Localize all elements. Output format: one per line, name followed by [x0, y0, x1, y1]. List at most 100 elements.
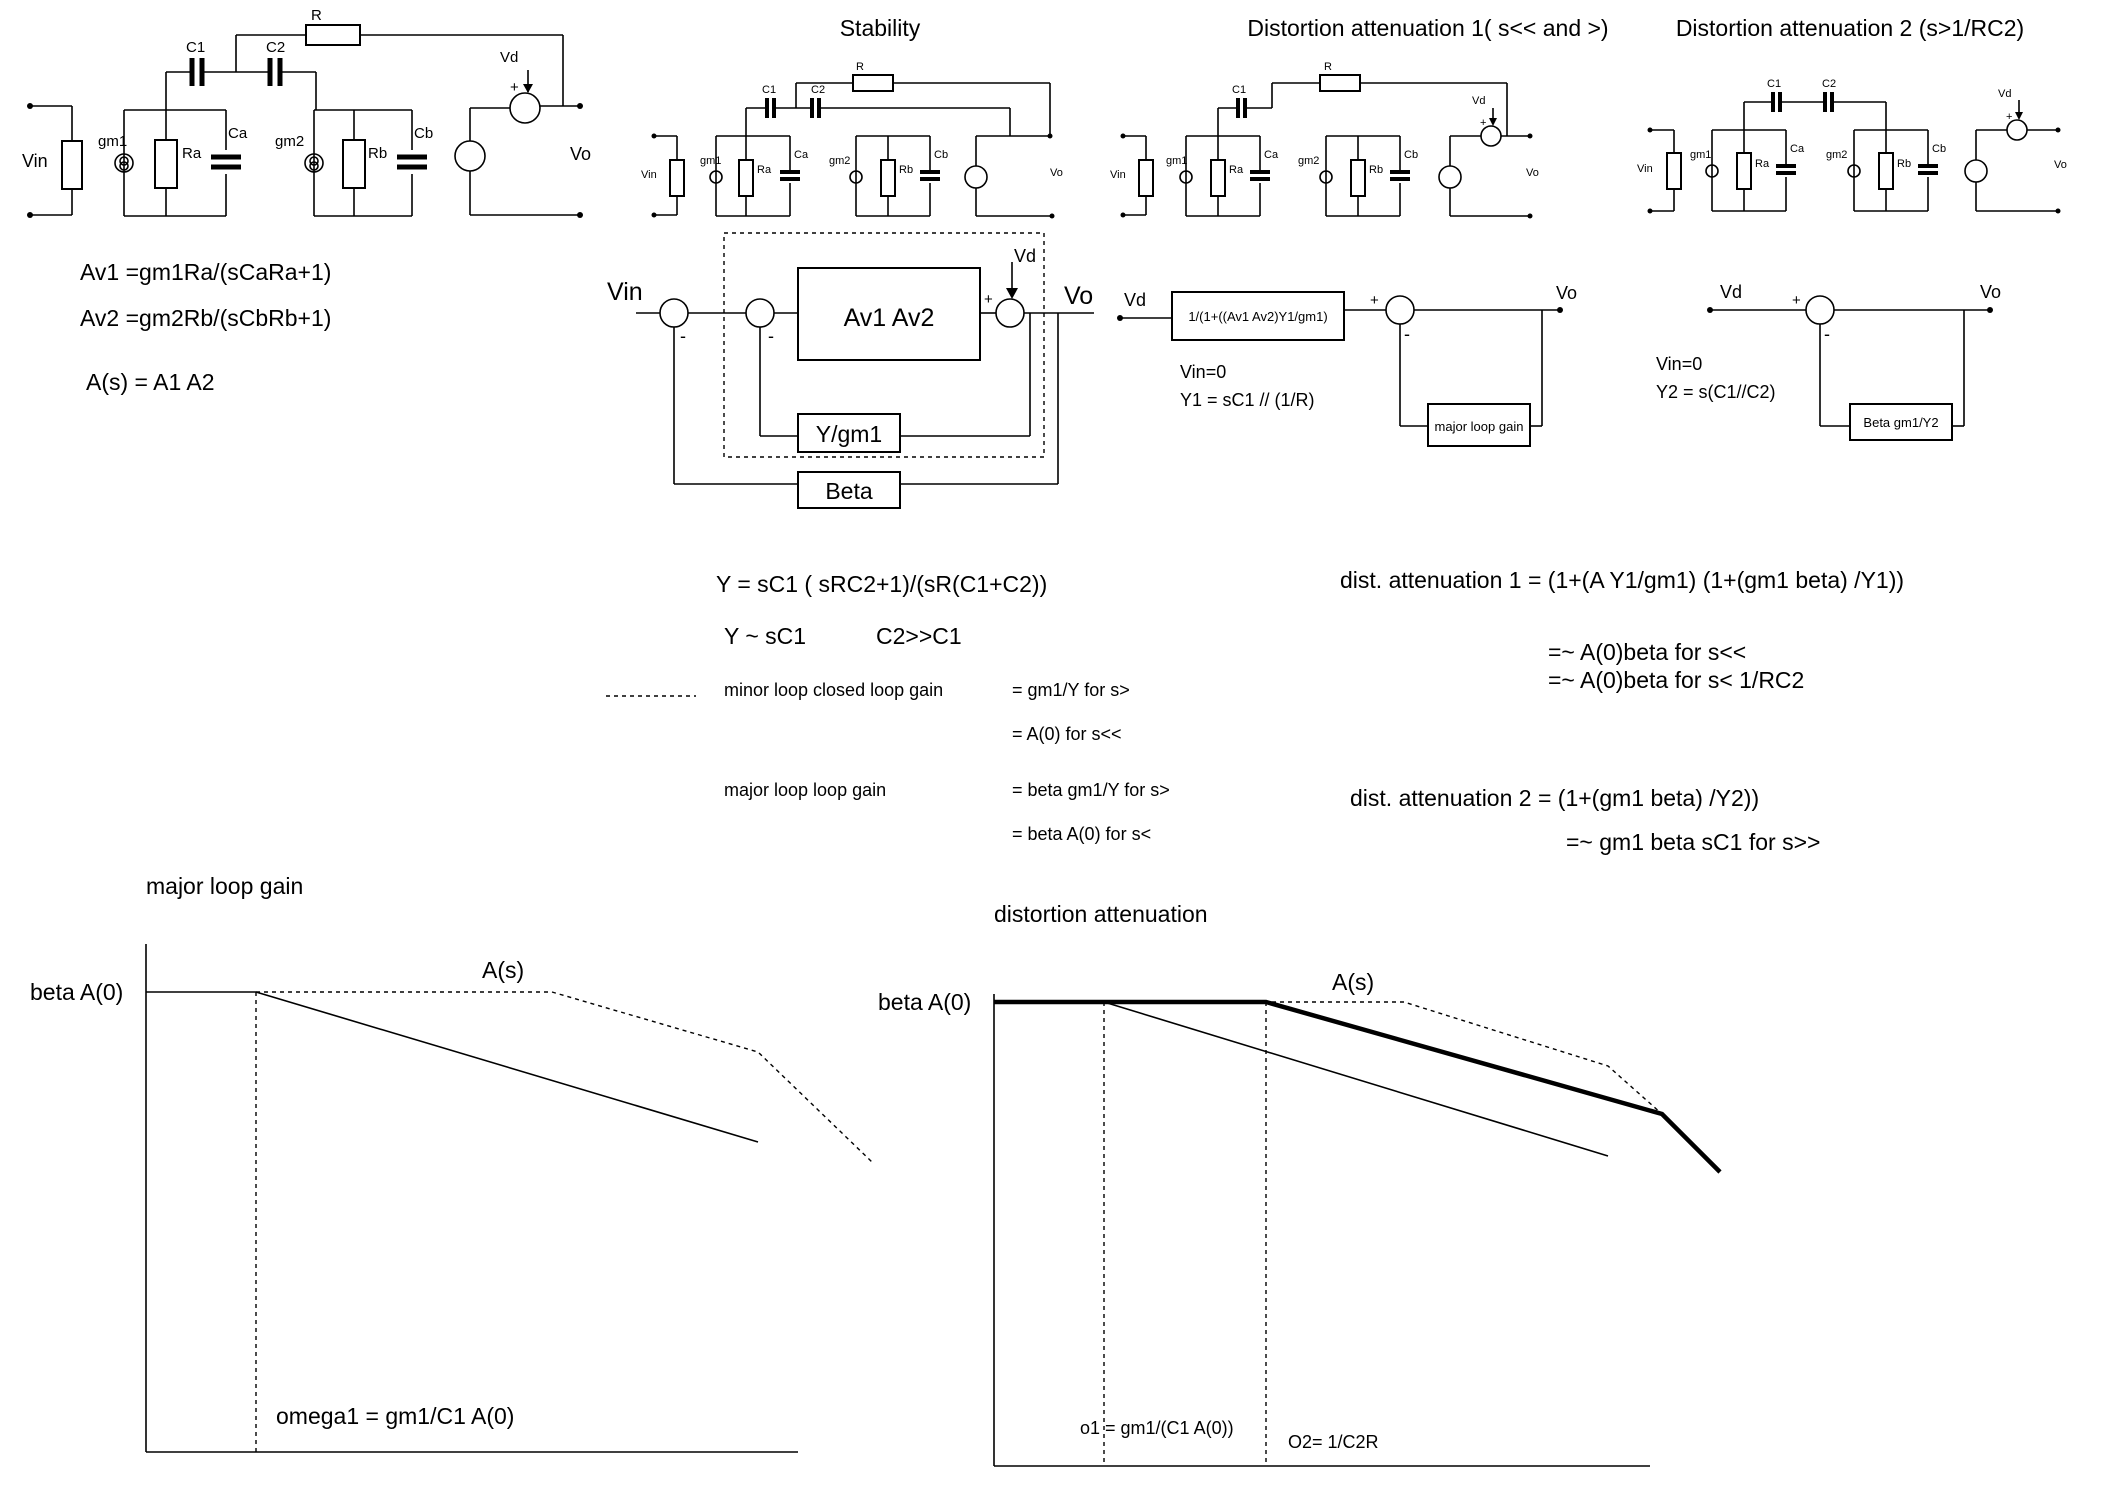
svg-text:C2: C2: [811, 84, 825, 96]
svg-text:= A(0) for s<<: = A(0) for s<<: [1012, 724, 1122, 744]
svg-text:Vo: Vo: [1556, 283, 1577, 303]
svg-text:gm2: gm2: [1298, 155, 1319, 167]
svg-text:R: R: [1324, 61, 1332, 73]
eq-dist1: dist. attenuation 1 = (1+(A Y1/gm1) (1+(…: [1340, 567, 1904, 593]
svg-text:= beta gm1/Y for s>: = beta gm1/Y for s>: [1012, 780, 1170, 800]
svg-text:gm2: gm2: [829, 155, 850, 167]
plot1-curve-label: A(s): [482, 957, 524, 983]
plot-distortion-attenuation: distortion attenuation beta A(0) A(s) o1…: [878, 901, 1722, 1467]
svg-text:Rb: Rb: [899, 164, 913, 176]
svg-text:C1: C1: [1232, 84, 1246, 96]
svg-text:C1: C1: [186, 39, 205, 56]
svg-text:Vd: Vd: [1124, 290, 1146, 310]
svg-text:gm2: gm2: [275, 133, 304, 150]
plot2-loop-gain-curve: [1103, 1001, 1609, 1157]
plot2-distortion-curve: [994, 999, 1722, 1174]
svg-text:Vo: Vo: [570, 144, 591, 164]
svg-text:= beta A(0) for s<: = beta A(0) for s<: [1012, 824, 1151, 844]
distortion-source-icon: [509, 92, 541, 124]
svg-text:+: +: [1792, 292, 1801, 309]
svg-text:gm1: gm1: [98, 133, 127, 150]
minor-loop-boundary: [723, 232, 1045, 458]
svg-text:Vd: Vd: [1472, 95, 1485, 107]
dist1-loop-block: [1427, 403, 1531, 447]
svg-text:Rb: Rb: [1369, 164, 1383, 176]
stability-circuit: Vin gm1 Ra Ca C1 C2 R: [641, 61, 1063, 219]
bd-amp-label: Av1 Av2: [844, 304, 935, 332]
plot-major-loop-gain: major loop gain beta A(0) A(s) omega1 = …: [30, 873, 873, 1453]
gm1-source-icon: [114, 153, 134, 173]
svg-text:=~ gm1 beta sC1 for s>>: =~ gm1 beta sC1 for s>>: [1566, 829, 1820, 855]
svg-text:C2: C2: [1822, 78, 1836, 90]
svg-text:Y1 = sC1 // (1/R): Y1 = sC1 // (1/R): [1180, 390, 1315, 410]
label-vin: Vin: [22, 151, 48, 171]
svg-text:Cb: Cb: [934, 149, 948, 161]
svg-text:R: R: [856, 61, 864, 73]
beta-block: [797, 471, 901, 509]
plot2-title: distortion attenuation: [994, 901, 1208, 927]
svg-text:Ra: Ra: [182, 145, 202, 162]
svg-text:+: +: [1480, 117, 1486, 129]
dist2-loop-block: [1849, 403, 1953, 441]
svg-text:gm1: gm1: [1690, 149, 1711, 161]
svg-text:Vd: Vd: [1720, 282, 1742, 302]
summing-junction-distortion: [995, 298, 1025, 328]
svg-text:+: +: [510, 79, 519, 96]
svg-text:+: +: [2006, 111, 2012, 123]
svg-text:Vin=0: Vin=0: [1656, 354, 1702, 374]
plot1-loop-gain-curve: [255, 991, 759, 1143]
bd-vd-label: Vd: [1014, 246, 1036, 266]
svg-text:Vin: Vin: [641, 169, 657, 181]
svg-text:-: -: [768, 326, 774, 346]
svg-text:Vo: Vo: [1050, 167, 1063, 179]
major-loop-label: major loop loop gain: [724, 780, 886, 800]
eq-c2-cond: C2>>C1: [876, 623, 962, 649]
y-gm1-block: [797, 413, 901, 453]
gm2-source-icon: [304, 153, 324, 173]
svg-text:+: +: [984, 291, 993, 308]
eq-as: A(s) = A1 A2: [86, 369, 215, 395]
svg-text:Ra: Ra: [1755, 158, 1770, 170]
plot1-as-curve: [256, 991, 873, 1163]
svg-text:R: R: [311, 7, 322, 24]
svg-text:Y2 = s(C1//C2): Y2 = s(C1//C2): [1656, 382, 1776, 402]
svg-text:Vd: Vd: [1998, 88, 2011, 100]
summing-junction-major: [659, 298, 689, 328]
plot2-ylabel: beta A(0): [878, 989, 971, 1015]
svg-text:+: +: [1370, 292, 1379, 309]
svg-text:Vo: Vo: [1980, 282, 2001, 302]
svg-text:1/(1+((Av1 Av2)Y1/gm1): 1/(1+((Av1 Av2)Y1/gm1): [1188, 309, 1327, 324]
plot1-ylabel: beta A(0): [30, 979, 123, 1005]
svg-text:Rb: Rb: [1897, 158, 1911, 170]
title-distortion-1: Distortion attenuation 1( s<< and >): [1247, 15, 1608, 41]
svg-text:Ca: Ca: [1264, 149, 1279, 161]
svg-text:Vin: Vin: [1637, 163, 1653, 175]
svg-text:C1: C1: [1767, 78, 1781, 90]
summing-junction-minor: [745, 298, 775, 328]
svg-text:Ca: Ca: [228, 125, 248, 142]
plot2-as-curve: [1104, 1001, 1663, 1115]
svg-text:Ra: Ra: [757, 164, 772, 176]
plot1-freq-label: omega1 = gm1/C1 A(0): [276, 1403, 514, 1429]
distortion-1-block-diagram: Vd Vo 1/(1+((Av1 Av2)Y1/gm1) major loop …: [1117, 283, 1577, 447]
svg-text:major loop gain: major loop gain: [1435, 419, 1524, 434]
feedback-resistor-r: [305, 24, 361, 46]
svg-text:gm1: gm1: [1166, 155, 1187, 167]
ra-resistor: [154, 139, 178, 189]
dist1-transfer-block: [1171, 291, 1345, 341]
svg-text:Ca: Ca: [1790, 143, 1805, 155]
svg-text:=~ A(0)beta for s<<: =~ A(0)beta for s<<: [1548, 639, 1746, 665]
eq-av1: Av1 =gm1Ra/(sCaRa+1): [80, 259, 331, 285]
plot2-o1-label: o1 = gm1/(C1 A(0)): [1080, 1418, 1234, 1438]
svg-text:Vo: Vo: [2054, 159, 2067, 171]
svg-text:C2: C2: [266, 39, 285, 56]
bd-vin-label: Vin: [607, 278, 643, 306]
svg-text:gm2: gm2: [1826, 149, 1847, 161]
plot2-curve-label: A(s): [1332, 969, 1374, 995]
bd-vo-label: Vo: [1064, 282, 1093, 310]
controlled-source-icon: [454, 140, 486, 172]
svg-text:gm1: gm1: [700, 155, 721, 167]
eq-y: Y = sC1 ( sRC2+1)/(sR(C1+C2)): [716, 571, 1047, 597]
main-circuit: Vin gm1 Ra Ca C1 C2 R: [22, 7, 591, 218]
